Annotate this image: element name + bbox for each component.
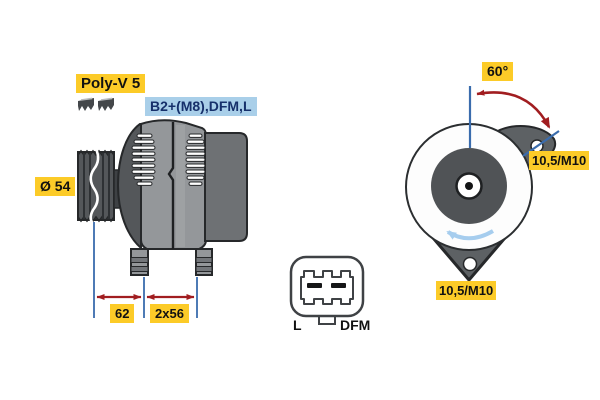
poly-v-belt-icon (78, 97, 94, 111)
rear-housing (204, 132, 248, 242)
connector-pin-slot (331, 283, 346, 288)
cooling-fins (131, 133, 156, 186)
housing-seam (167, 122, 175, 249)
shaft-center-dot (465, 182, 473, 190)
mounting-hole-bottom (462, 256, 478, 272)
alternator-front-view (405, 86, 560, 282)
connector-pin-label-dfm: DFM (340, 317, 371, 333)
dimension-annotations (93, 222, 198, 318)
poly-v-belt-icon (98, 97, 114, 111)
mounting-hole-bottom-label: 10,5/M10 (436, 281, 497, 300)
terminal-label: B2+(M8),DFM,L (145, 97, 257, 116)
body-highlight (176, 125, 185, 247)
rotation-arrow-icon (446, 229, 495, 241)
pulley-diameter-label: Ø 54 (35, 177, 76, 196)
connector-pin-label-l: L (293, 317, 302, 333)
mounting-angle-label: 60° (482, 62, 514, 81)
alternator-side-view (77, 97, 248, 276)
mounting-foot (130, 248, 149, 276)
connector-pinout (289, 255, 365, 325)
mounting-hole-top-label: 10,5/M10 (529, 151, 590, 170)
dimension-label-62: 62 (110, 304, 135, 323)
dimension-label-2x56: 2x56 (150, 304, 189, 323)
belt-type-label: Poly-V 5 (76, 74, 146, 93)
break-line (89, 148, 100, 226)
mounting-foot (195, 248, 213, 276)
connector-pin-slot (307, 283, 322, 288)
cooling-fins (185, 133, 206, 186)
pulley (77, 148, 115, 226)
angle-arc-arrow (476, 89, 551, 129)
connector-keying-profile (300, 270, 354, 305)
